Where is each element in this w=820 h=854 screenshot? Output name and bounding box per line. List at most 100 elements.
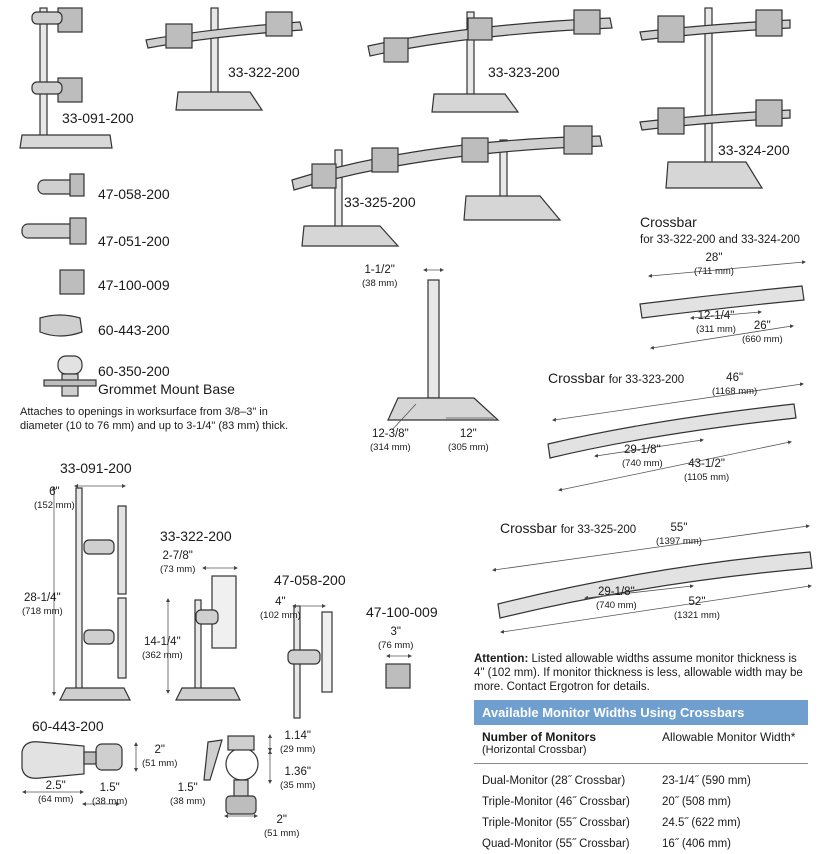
side2-width-dim: 2-7/8" (73 mm): [160, 550, 195, 576]
dim-mm: (1105 mm): [684, 472, 730, 483]
dim-inches: 12": [459, 428, 477, 440]
dim-inches: 1-1/2": [364, 264, 395, 276]
dim-mm: (51 mm): [264, 828, 300, 839]
part-label-47-058-200: 47-058-200: [98, 186, 170, 202]
part-label-47-051-200: 47-051-200: [98, 233, 170, 249]
table-header-row: Number of Monitors (Horizontal Crossbar)…: [474, 725, 808, 764]
crossbar2-heading: Crossbar for 33-323-200: [548, 370, 684, 386]
dim-mm: (38 mm): [170, 796, 206, 807]
clamp-left-dim: 1.5" (38 mm): [170, 782, 205, 808]
part-label-60-350-200: 60-350-200: [98, 363, 170, 379]
attention-label: Attention:: [474, 653, 529, 665]
dim-mm: (29 mm): [280, 744, 316, 755]
side4-width-dim: 3" (76 mm): [378, 626, 413, 652]
dim-mm: (1321 mm): [674, 610, 720, 621]
table-row: Triple-Monitor (55˝ Crossbar) 24.5˝ (622…: [474, 812, 808, 833]
part-label-33-322-200: 33-322-200: [228, 64, 300, 80]
attention-text: Listed allowable widths assume monitor t…: [474, 653, 803, 693]
grommet-mount-note: Attaches to openings in worksurface from…: [20, 406, 289, 432]
clamp-width-dim: 2.5" (64 mm): [38, 780, 73, 806]
dim-mm: (660 mm): [742, 334, 783, 345]
side-view-47-100-009-label: 47-100-009: [366, 604, 438, 620]
part-label-33-323-200: 33-323-200: [488, 64, 560, 80]
table-row: Triple-Monitor (46˝ Crossbar) 20˝ (508 m…: [474, 791, 808, 812]
dim-inches: 28-1/4": [23, 592, 61, 604]
dim-inches: 1.5": [177, 782, 198, 794]
crossbar3-title: Crossbar: [500, 520, 557, 536]
monitor-widths-table: Available Monitor Widths Using Crossbars…: [474, 700, 808, 854]
dim-mm: (362 mm): [142, 650, 183, 661]
clamp-mid-dim: 1.36" (35 mm): [280, 766, 315, 792]
table-title: Available Monitor Widths Using Crossbars: [474, 700, 808, 725]
cell-width: 20˝ (508 mm): [662, 795, 732, 808]
dim-mm: (152 mm): [34, 500, 75, 511]
dim-mm: (102 mm): [260, 610, 301, 621]
dim-inches: 46": [726, 372, 744, 384]
dim-inches: 2": [276, 814, 287, 826]
side2-height-dim: 14-1/4" (362 mm): [142, 636, 183, 662]
side-view-33-322-200-label: 33-322-200: [160, 528, 232, 544]
cell-monitors: Quad-Monitor (55˝ Crossbar): [482, 837, 630, 850]
crossbar3-length-dim: 55" (1397 mm): [656, 522, 702, 548]
table-row: Quad-Monitor (55˝ Crossbar) 16˝ (406 mm): [474, 833, 808, 854]
attention-note: Attention: Listed allowable widths assum…: [474, 652, 808, 694]
dim-inches: 29-1/8": [597, 586, 635, 598]
dim-mm: (38 mm): [92, 796, 128, 807]
base-depth-dim: 12-3/8" (314 mm): [370, 428, 411, 454]
crossbar3-span-dim: 52" (1321 mm): [674, 596, 720, 622]
dim-mm: (711 mm): [694, 266, 734, 277]
crossbar1-title: Crossbar: [640, 214, 697, 230]
part-label-47-100-009: 47-100-009: [98, 277, 170, 293]
part-label-33-091-200: 33-091-200: [62, 110, 134, 126]
crossbar1-length-dim: 28" (711 mm): [694, 252, 734, 278]
part-label-60-443-200: 60-443-200: [98, 322, 170, 338]
side-view-33-091-200-label: 33-091-200: [60, 460, 132, 476]
clamp-bottom-dim: 2" (51 mm): [264, 814, 299, 840]
dim-inches: 6": [49, 486, 60, 498]
dim-inches: 26": [753, 320, 771, 332]
dim-inches: 29-1/8": [623, 444, 661, 456]
part-label-grommet-mount-base: Grommet Mount Base: [98, 381, 235, 397]
part-label-33-324-200: 33-324-200: [718, 142, 790, 158]
dim-inches: 12-1/4": [697, 310, 735, 322]
clamp-label: 60-443-200: [32, 718, 104, 734]
dim-mm: (718 mm): [22, 606, 63, 617]
dim-inches: 43-1/2": [688, 458, 725, 470]
dim-mm: (1397 mm): [656, 536, 702, 547]
crossbar2-title: Crossbar: [548, 370, 605, 386]
dim-mm: (740 mm): [622, 458, 663, 469]
cell-monitors: Triple-Monitor (55˝ Crossbar): [482, 816, 630, 829]
crossbar1-slot-dim: 12-1/4" (311 mm): [696, 310, 736, 336]
clamp-depth-dim: 1.5" (38 mm): [92, 782, 127, 808]
side1-height-dim: 28-1/4" (718 mm): [22, 592, 63, 618]
dim-inches: 55": [670, 522, 688, 534]
dim-inches: 1.36": [284, 766, 311, 778]
crossbar1-subtitle: for 33-322-200 and 33-324-200: [640, 230, 800, 246]
table-row: Dual-Monitor (28˝ Crossbar) 23-1/4˝ (590…: [474, 770, 808, 791]
dim-inches: 1.5": [99, 782, 120, 794]
crossbar2-span-dim: 43-1/2" (1105 mm): [684, 458, 729, 484]
dim-mm: (311 mm): [696, 324, 736, 335]
clamp-top-dim: 1.14" (29 mm): [280, 730, 315, 756]
dim-inches: 12-3/8": [371, 428, 409, 440]
dim-inches: 14-1/4": [143, 636, 181, 648]
dim-mm: (64 mm): [38, 794, 74, 805]
dim-inches: 2": [154, 744, 165, 756]
cell-monitors: Dual-Monitor (28˝ Crossbar): [482, 774, 626, 787]
dim-mm: (38 mm): [362, 278, 398, 289]
crossbar2-subtitle: for 33-323-200: [608, 374, 685, 386]
pole-diameter-dim: 1-1/2" (38 mm): [362, 264, 397, 290]
dim-mm: (76 mm): [378, 640, 414, 651]
dim-inches: 4": [275, 596, 286, 608]
crossbar3-heading: Crossbar for 33-325-200: [500, 520, 636, 536]
col-header-monitors: Number of Monitors (Horizontal Crossbar): [482, 730, 662, 756]
part-label-33-325-200: 33-325-200: [344, 194, 416, 210]
dim-mm: (740 mm): [596, 600, 637, 611]
dim-mm: (1168 mm): [712, 386, 758, 397]
crossbar2-slot-dim: 29-1/8" (740 mm): [622, 444, 663, 470]
cell-width: 24.5˝ (622 mm): [662, 816, 741, 829]
col1-sublabel: (Horizontal Crossbar): [482, 744, 587, 756]
dim-inches: 2-7/8": [162, 550, 193, 562]
cell-width: 16˝ (406 mm): [662, 837, 732, 850]
